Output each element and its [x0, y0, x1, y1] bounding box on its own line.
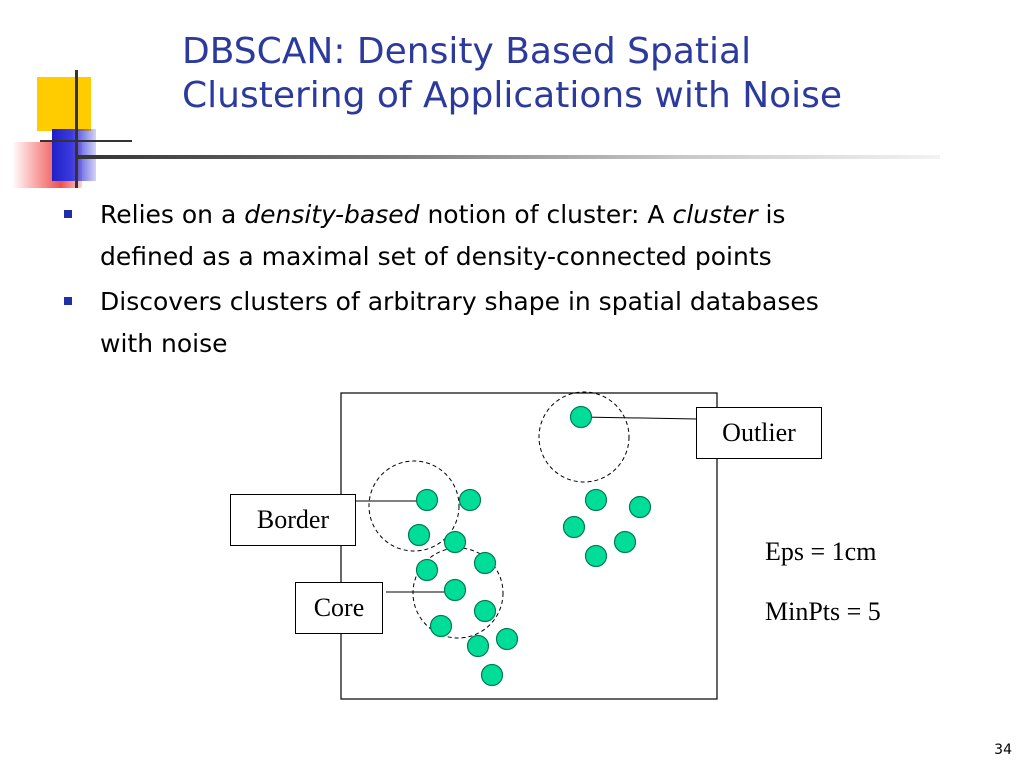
bullet-1-line-1: Relies on a density-based notion of clus…: [100, 194, 982, 236]
data-point: [584, 544, 608, 568]
data-points: [407, 405, 652, 687]
bullet-square-icon: [64, 210, 72, 218]
data-point: [458, 488, 482, 512]
title-line-2: Clustering of Applications with Noise: [182, 75, 843, 116]
minpts-parameter: MinPts = 5: [765, 597, 881, 626]
bullet-1-text-c: is: [757, 200, 786, 229]
bullet-2-line-2: with noise: [100, 329, 228, 358]
data-point: [443, 578, 467, 602]
data-point: [628, 495, 652, 519]
data-point: [407, 523, 431, 547]
outlier-neighborhood: [538, 391, 630, 483]
title-line-1: DBSCAN: Density Based Spatial: [182, 31, 752, 72]
data-point: [480, 663, 504, 687]
data-point: [584, 488, 608, 512]
data-point: [473, 551, 497, 575]
bullet-square-icon: [64, 297, 72, 305]
data-point: [415, 558, 439, 582]
slide-title: DBSCAN: Density Based Spatial Clustering…: [182, 30, 982, 118]
bullet-1-emphasis-density-based: density-based: [244, 200, 420, 229]
bullet-item-2: Discovers clusters of arbitrary shape in…: [62, 281, 982, 365]
border-neighborhood: [368, 460, 460, 552]
eps-parameter: Eps = 1cm: [765, 537, 877, 566]
data-point: [562, 515, 586, 539]
outlier-label: Outlier: [696, 407, 822, 459]
logo-horizontal-line: [40, 140, 132, 142]
logo-vertical-line: [75, 70, 78, 188]
data-space-frame: [340, 392, 718, 700]
border-label: Border: [230, 494, 356, 546]
data-point: [473, 599, 497, 623]
data-point: [415, 488, 439, 512]
bullet-list: Relies on a density-based notion of clus…: [62, 194, 982, 368]
bullet-item-1: Relies on a density-based notion of clus…: [62, 194, 982, 278]
page-number: 34: [994, 742, 1012, 758]
data-point: [466, 634, 490, 658]
core-label: Core: [295, 582, 383, 634]
yellow-square-decoration: [37, 77, 91, 131]
outlier-leader-line: [580, 416, 698, 420]
title-rule: [78, 155, 940, 159]
bullet-1-text-a: Relies on a: [100, 200, 245, 229]
bullet-1-emphasis-cluster: cluster: [672, 200, 758, 229]
outlier-point: [569, 405, 593, 429]
data-point: [443, 530, 467, 554]
data-point: [429, 614, 453, 638]
bullet-1-text-b: notion of cluster: A: [419, 200, 673, 229]
data-point: [495, 627, 519, 651]
bullet-2-line-1: Discovers clusters of arbitrary shape in…: [100, 287, 819, 316]
bullet-1-line-2: defined as a maximal set of density-conn…: [100, 242, 772, 271]
data-point: [613, 530, 637, 554]
